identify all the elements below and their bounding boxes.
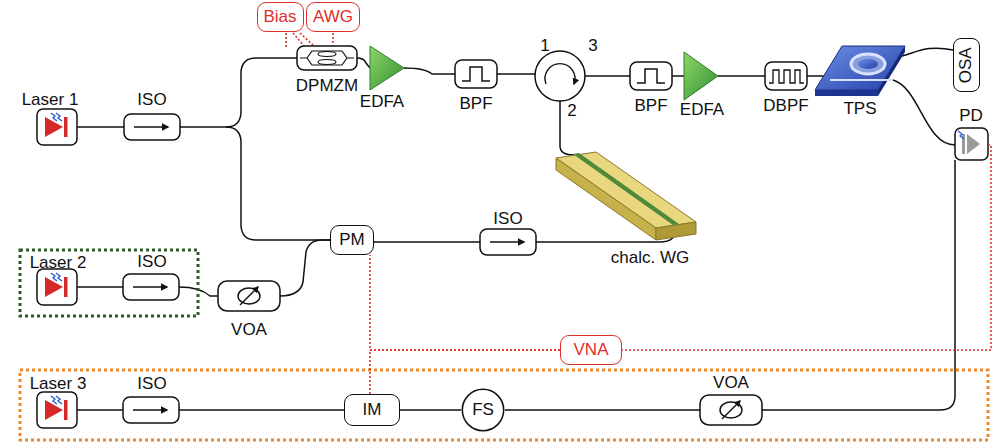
- rf-cable: [370, 350, 560, 394]
- component-label: 3: [588, 37, 597, 56]
- isolator-symbol: [123, 274, 179, 300]
- isolator-symbol: [480, 229, 536, 255]
- component-label: VOA: [231, 321, 267, 340]
- isolator-symbol: [123, 397, 179, 423]
- modulator-box: PM: [330, 225, 374, 255]
- modulator-box: IM: [344, 394, 400, 426]
- dashed-group-outline: [20, 370, 988, 440]
- node-label: FS: [472, 401, 494, 420]
- component-label: ISO: [137, 91, 166, 110]
- component-label: VOA: [713, 374, 749, 393]
- component-label: chalc. WG: [611, 249, 689, 268]
- analyzer-box: OSA: [953, 38, 980, 92]
- component-label: DBPF: [763, 97, 808, 116]
- component-label: EDFA: [360, 93, 404, 112]
- rf-cable: [622, 145, 991, 350]
- circulator-symbol: [535, 51, 585, 101]
- node-label: VNA: [574, 341, 609, 360]
- component-label: DPMZM: [296, 77, 358, 96]
- rf-cable: [370, 255, 560, 350]
- laser-symbol: [37, 392, 77, 428]
- laser-symbol: [37, 269, 77, 305]
- component-label: Laser 3: [30, 375, 87, 394]
- attenuator-symbol: [218, 281, 280, 311]
- component-label: BPF: [459, 95, 492, 114]
- chalcogenide-waveguide: [556, 152, 696, 240]
- component-label: ISO: [137, 375, 166, 394]
- optical-fiber: [400, 409, 461, 411]
- component-label: 1: [540, 37, 549, 56]
- component-label: PD: [959, 107, 983, 126]
- tps-chip: [815, 46, 905, 96]
- component-label: ISO: [137, 253, 166, 272]
- component-label: 2: [567, 102, 576, 121]
- dual-bandpass-filter-symbol: [765, 62, 807, 90]
- vna-box: VNA: [560, 335, 622, 365]
- node-label: IM: [363, 401, 382, 420]
- awg-box: AWG: [306, 2, 360, 32]
- edfa-symbol: [370, 46, 404, 90]
- bandpass-filter-symbol: [630, 62, 672, 90]
- bias-box: Bias: [257, 2, 304, 32]
- node-label: PM: [339, 231, 365, 250]
- component-label: Laser 1: [22, 91, 79, 110]
- node-label: AWG: [313, 8, 353, 27]
- attenuator-symbol: [700, 395, 762, 425]
- dashed-group-outline: [20, 250, 198, 316]
- isolator-symbol: [124, 114, 180, 140]
- bias-wires: [286, 33, 333, 47]
- dpmzm-symbol: [297, 46, 357, 70]
- node-label: OSA: [957, 47, 976, 83]
- component-label: EDFA: [680, 101, 724, 120]
- photodiode-symbol: [955, 128, 988, 160]
- component-label: Laser 2: [30, 254, 87, 273]
- edfa-symbol: [684, 52, 718, 100]
- component-label: ISO: [493, 210, 522, 229]
- shifter-circle: FS: [461, 388, 505, 432]
- laser-symbol: [37, 109, 77, 145]
- bandpass-filter-symbol: [455, 60, 497, 88]
- fibers: [77, 48, 955, 410]
- component-label: BPF: [634, 97, 667, 116]
- node-label: Bias: [263, 8, 296, 27]
- component-label: TPS: [843, 100, 876, 119]
